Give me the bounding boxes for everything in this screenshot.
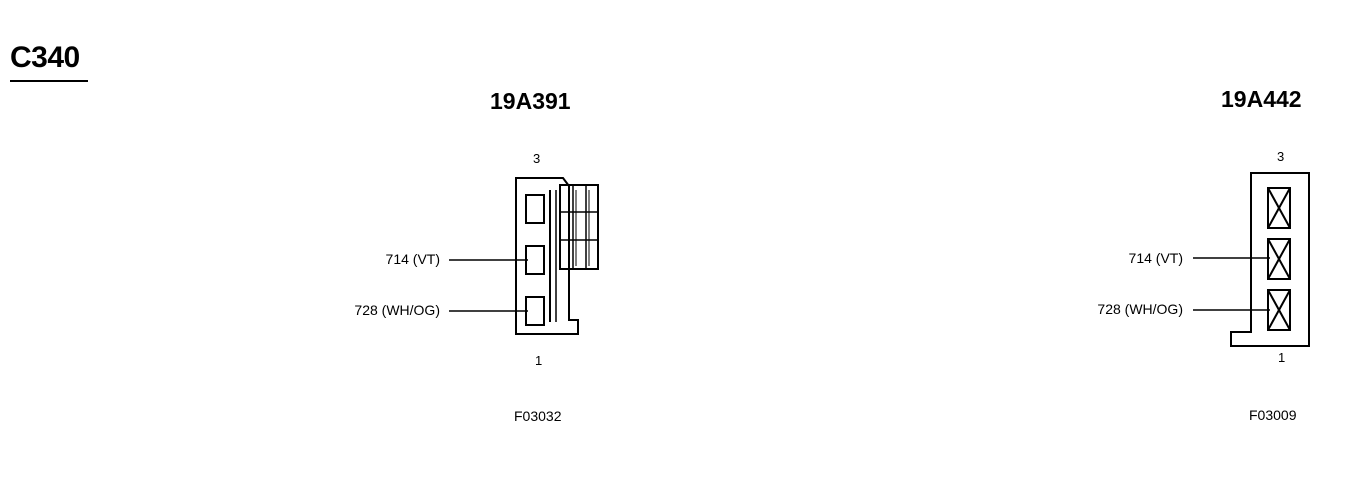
cavity-pins-19a442 xyxy=(1267,187,1291,331)
connector-id-underline xyxy=(10,80,88,82)
part-number-19a391: 19A391 xyxy=(490,88,571,114)
part-number-19a442: 19A442 xyxy=(1221,86,1302,112)
connector-body-19a442 xyxy=(1230,172,1310,347)
figure-code-f03009: F03009 xyxy=(1249,407,1297,423)
wire-label-714: 714 (VT) xyxy=(1128,250,1183,266)
pin-number-top: 3 xyxy=(533,151,541,166)
connector-id: C340 xyxy=(10,41,80,74)
wire-label-728: 728 (WH/OG) xyxy=(1097,301,1183,317)
leader-lines-19a391 xyxy=(449,259,528,312)
wire-label-714: 714 (VT) xyxy=(385,251,440,267)
figure-code-f03032: F03032 xyxy=(514,408,562,424)
cavity-pins-19a391 xyxy=(525,194,545,326)
cavity-pin-3 xyxy=(525,194,545,224)
cavity-pin-1 xyxy=(525,296,545,326)
connector-body-19a391 xyxy=(515,177,599,335)
pin-number-bottom: 1 xyxy=(535,353,543,368)
cavity-pin-2 xyxy=(525,245,545,275)
pin-number-top: 3 xyxy=(1277,149,1285,164)
leader-lines-19a442 xyxy=(1193,257,1270,311)
wire-label-728: 728 (WH/OG) xyxy=(354,302,440,318)
cavity-pin-3-blocked xyxy=(1267,187,1291,229)
cavity-pin-1-blocked xyxy=(1267,289,1291,331)
cavity-pin-2-blocked xyxy=(1267,238,1291,280)
pin-number-bottom: 1 xyxy=(1278,350,1286,365)
